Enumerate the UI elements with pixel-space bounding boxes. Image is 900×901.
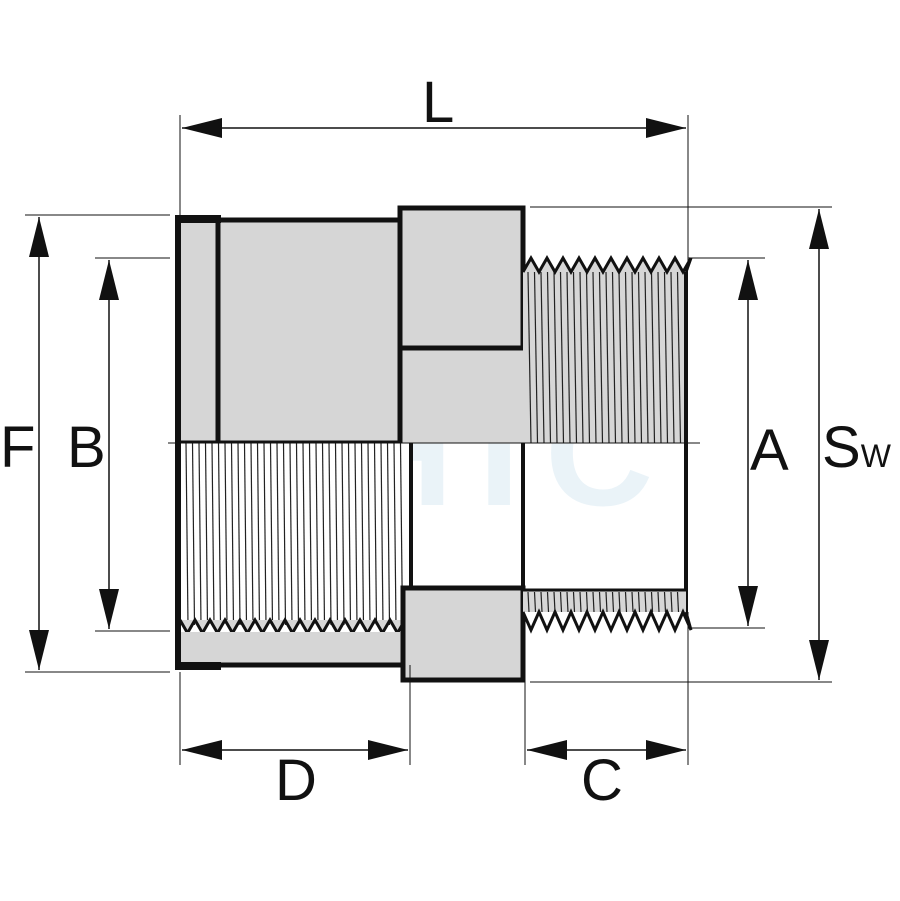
thread-hatch-line <box>585 271 591 444</box>
label-F: F <box>0 415 35 480</box>
thread-hatch-line <box>217 442 222 626</box>
thread-hatch-line <box>592 271 597 444</box>
label-C: C <box>581 748 623 813</box>
thread-hatch-line <box>263 442 267 626</box>
thread-hatch-line <box>670 271 675 444</box>
thread-hatch-line <box>211 442 215 626</box>
thread-hatch-line <box>598 591 602 613</box>
thread-hatch-line <box>605 271 610 444</box>
thread-hatch-line <box>546 271 552 444</box>
thread-hatch-line <box>631 591 634 613</box>
label-Sw-sub: W <box>861 438 892 474</box>
thread-hatch-line <box>373 442 378 626</box>
thread-hatch-line <box>592 591 595 613</box>
thread-hatch-line <box>650 591 654 613</box>
thread-hatch-line <box>559 271 565 444</box>
thread-hatch-line <box>302 442 306 626</box>
thread-hatch-line <box>579 271 584 444</box>
thread-hatch-line <box>611 591 615 613</box>
thread-hatch-line <box>546 591 550 613</box>
thread-hatch-line <box>663 591 667 613</box>
thread-hatch-line <box>386 442 391 626</box>
thread-hatch-line <box>624 591 628 613</box>
thread-hatch-line <box>650 271 656 444</box>
thread-hatch-line <box>354 442 358 626</box>
thread-hatch-line <box>334 442 339 626</box>
thread-hatch-line <box>341 442 345 626</box>
thread-hatch-line <box>204 442 209 626</box>
thread-hatch-line <box>611 271 617 444</box>
thread-hatch-line <box>237 442 241 626</box>
thread-hatch-line <box>276 442 280 626</box>
thread-hatch-line <box>308 442 313 626</box>
thread-hatch-line <box>566 591 569 613</box>
thread-hatch-line <box>185 442 189 626</box>
extension-lines <box>25 115 832 765</box>
thread-hatch-line <box>540 591 543 613</box>
label-A: A <box>750 418 789 483</box>
thread-hatch-line <box>676 271 682 444</box>
thread-hatch-line <box>360 442 365 626</box>
thread-hatch-line <box>269 442 274 626</box>
thread-hatch-line <box>598 271 604 444</box>
thread-hatch-line <box>572 591 576 613</box>
thread-hatch-line <box>624 271 630 444</box>
thread-hatch-line <box>328 442 332 626</box>
thread-hatch-line <box>367 442 371 626</box>
thread-hatch-line <box>243 442 248 626</box>
thread-hatch-line <box>533 271 539 444</box>
thread-hatch-line <box>315 442 319 626</box>
thread-hatch-line <box>663 271 669 444</box>
thread-hatch-line <box>347 442 352 626</box>
dimension-lines <box>29 118 829 760</box>
thread-hatch-line <box>224 442 228 626</box>
lower-body <box>175 215 688 683</box>
thread-hatch-line <box>559 591 563 613</box>
thread-hatch-line <box>631 271 636 444</box>
thread-hatch-line <box>676 591 680 613</box>
thread-hatch-line <box>618 271 623 444</box>
thread-hatch-line <box>295 442 300 626</box>
thread-hatch-line <box>250 442 254 626</box>
thread-hatch-line <box>527 591 530 613</box>
thread-hatch-line <box>321 442 326 626</box>
thread-hatch-line <box>230 442 235 626</box>
thread-hatch-line <box>553 591 556 613</box>
thread-hatch-line <box>585 591 589 613</box>
thread-hatch-line <box>657 591 660 613</box>
thread-hatch-line <box>289 442 293 626</box>
thread-hatch-line <box>256 442 261 626</box>
thread-hatch-line <box>572 271 578 444</box>
thread-hatch-line <box>553 271 558 444</box>
thread-hatch-line <box>540 271 545 444</box>
thread-hatch-line <box>191 442 196 626</box>
label-B: B <box>67 415 106 480</box>
thread-hatch-line <box>282 442 287 626</box>
thread-hatch-line <box>637 591 641 613</box>
thread-hatch-line <box>618 591 621 613</box>
thread-hatch-line <box>644 591 647 613</box>
thread-hatch-line <box>579 591 582 613</box>
thread-hatch-line <box>393 442 397 626</box>
thread-hatch-line <box>527 271 532 444</box>
upper-body <box>175 205 526 446</box>
thread-hatch-line <box>533 591 537 613</box>
thread-hatch-line <box>566 271 571 444</box>
label-Sw-main: S <box>822 415 861 480</box>
thread-hatch-line <box>670 591 673 613</box>
label-D: D <box>275 748 317 813</box>
male-thread-lower <box>521 588 693 634</box>
thread-hatch-line <box>657 271 662 444</box>
thread-hatch-line <box>644 271 649 444</box>
thread-hatch-line <box>605 591 608 613</box>
thread-hatch-line <box>380 442 384 626</box>
label-L: L <box>422 70 454 135</box>
thread-hatch-line <box>198 442 202 626</box>
male-thread-upper <box>521 254 693 444</box>
thread-hatch-line <box>637 271 643 444</box>
label-Sw: SW <box>822 415 892 480</box>
